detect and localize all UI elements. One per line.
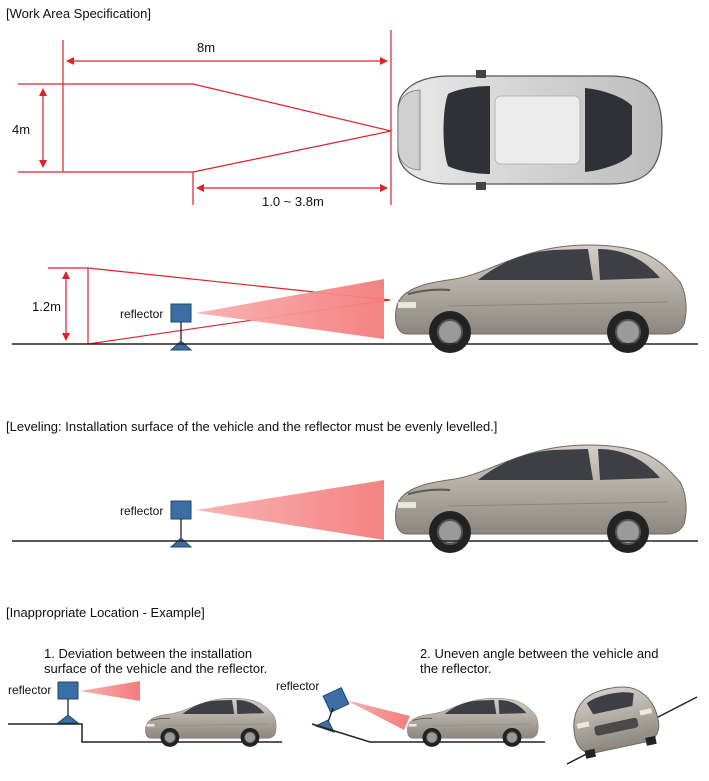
reflector-box-level-icon (170, 500, 192, 548)
car-front-view-icon (573, 686, 660, 759)
example2-text-line2: the reflector. (420, 661, 492, 676)
example1-reflector-label: reflector (8, 683, 51, 697)
car-side-view-icon (394, 244, 688, 354)
dimension-range-label: 1.0 ~ 3.8m (262, 194, 324, 209)
example2-car-icon (406, 697, 539, 748)
work-area-dimensions (18, 30, 392, 205)
example2-reflector-label: reflector (276, 679, 319, 693)
inappropriate-heading: [Inappropriate Location - Example] (6, 605, 205, 620)
car-top-view-icon (397, 70, 663, 190)
example1-reflector-box-icon (57, 681, 79, 700)
dimension-width-label: 8m (197, 40, 215, 55)
leveling-heading: [Leveling: Installation surface of the v… (6, 419, 497, 434)
reflector-label: reflector (120, 307, 163, 321)
radar-beam-level (196, 480, 384, 540)
work-area-heading: [Work Area Specification] (6, 6, 151, 21)
example1-diagram: reflector (8, 681, 282, 748)
reflector-label-level: reflector (120, 504, 163, 518)
reflector-height-label: 1.2m (32, 299, 61, 314)
example2-reflector-box-icon (322, 686, 350, 714)
car-side-view-level-icon (394, 444, 688, 554)
example2-text-line1: 2. Uneven angle between the vehicle and (420, 646, 659, 661)
radar-beam (196, 279, 384, 339)
example2-slope-ground (311, 723, 545, 743)
example1-text-line1: 1. Deviation between the installation (44, 646, 252, 661)
example1-car-icon (144, 697, 277, 748)
reflector-box-icon (170, 303, 192, 351)
example2-diagram: reflector (276, 679, 698, 765)
dimension-height-label: 4m (12, 122, 30, 137)
example1-step-ground (8, 723, 282, 743)
example1-text-line2: surface of the vehicle and the reflector… (44, 661, 267, 676)
